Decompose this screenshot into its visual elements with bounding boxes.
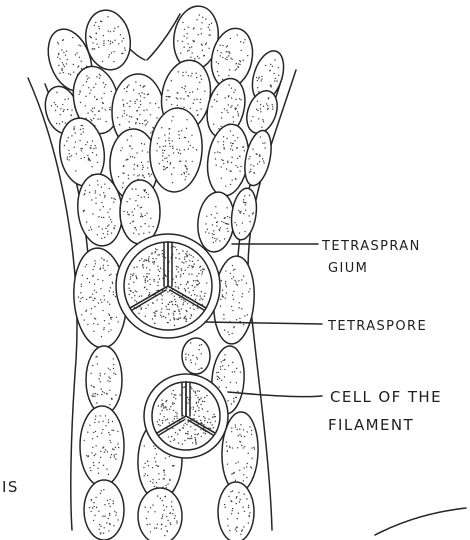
margin-text: IS: [2, 478, 19, 496]
filament-cell: [80, 406, 124, 486]
label-tetrasporangium-line2: GIUM: [328, 261, 368, 276]
filament-cell: [120, 180, 160, 244]
filament-cell: [218, 482, 254, 540]
filament-cell: [84, 480, 124, 540]
label-tetrasporangium-line1: TETRASPRAN: [321, 239, 421, 254]
filament-cell: [138, 488, 182, 540]
filament-cell: [195, 190, 237, 253]
filament-cell: [228, 187, 259, 242]
label-cell-line2: FILAMENT: [328, 416, 414, 434]
filament-cell: [182, 338, 210, 374]
filament-cell: [86, 346, 122, 414]
label-tetraspore: TETRASPORE: [327, 319, 427, 334]
label-cell-line1: CELL OF THE: [330, 388, 442, 406]
